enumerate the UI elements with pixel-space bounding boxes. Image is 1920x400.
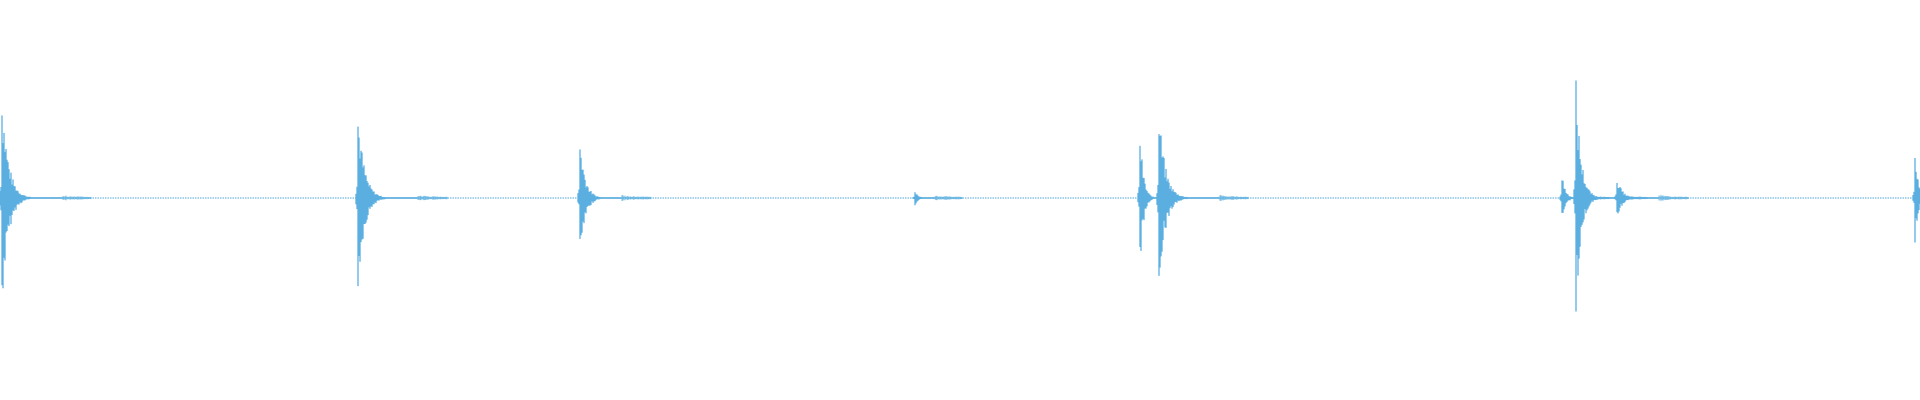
waveform-transient [1912, 158, 1920, 243]
waveform-transient [912, 192, 963, 206]
waveform-transient [1137, 145, 1188, 251]
waveform-transient [355, 126, 448, 287]
waveform-transient [1614, 182, 1689, 214]
waveform-transients [0, 80, 1920, 312]
waveform-transient [577, 149, 652, 239]
waveform-transient [0, 115, 92, 289]
waveform-transient [1573, 80, 1648, 312]
waveform-transient [1156, 134, 1249, 276]
